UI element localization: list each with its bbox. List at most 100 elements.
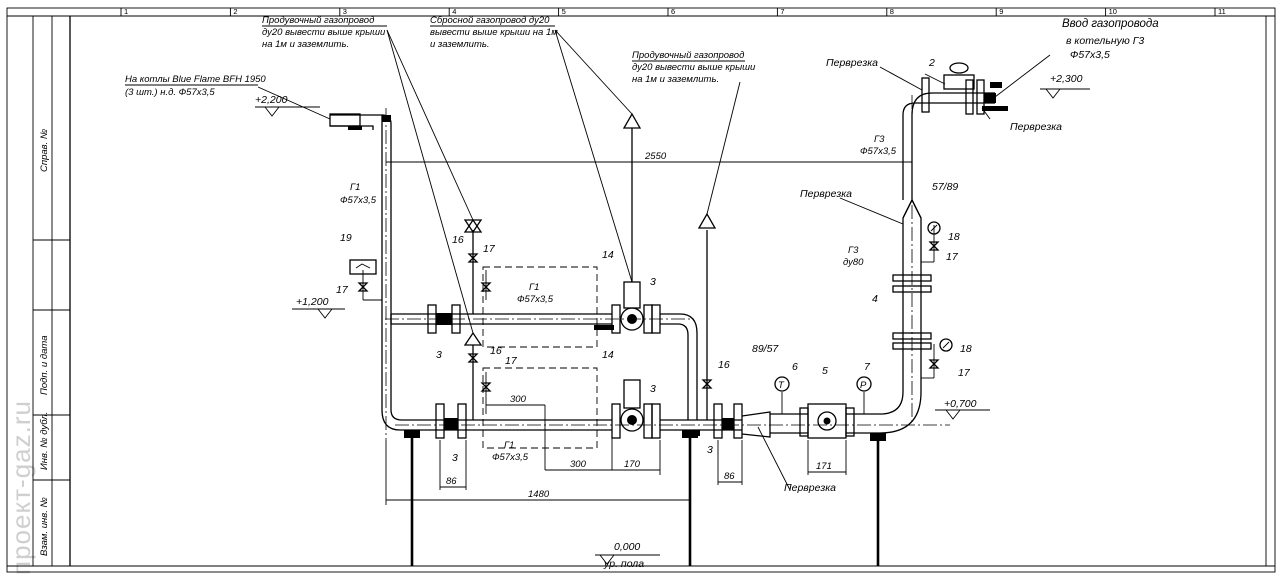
inlet-valve-body — [943, 74, 975, 90]
note-purge-1-line3: на 1м и заземлить. — [262, 39, 349, 50]
purge-valves — [357, 112, 940, 392]
note-purge-2-line3: на 1м и заземлить. — [632, 74, 719, 85]
dim-89-57: 89/57 — [752, 343, 779, 355]
pos-19: 19 — [340, 232, 352, 244]
dim-300-a: 300 — [510, 394, 527, 405]
pressure-switch-19 — [349, 259, 377, 275]
note-inlet-line1: Ввод газопровода — [1062, 18, 1159, 30]
pos-16-right: 16 — [718, 359, 730, 371]
pos-16-lower: 16 — [490, 345, 502, 357]
level-floor: ур. пола — [603, 558, 644, 570]
tie-in-top-right: Перврезка — [1010, 121, 1062, 133]
pipe-label-riser-code: Г1 — [350, 182, 360, 193]
pos-5: 5 — [822, 365, 828, 377]
ruler-tick-label: 9 — [999, 7, 1003, 16]
level-2200: +2,200 — [255, 94, 288, 106]
note-purge-1-line1: Продувочный газопровод — [262, 15, 374, 26]
pipe-label-upper-code: Г1 — [529, 282, 539, 293]
ruler-tick-label: 8 — [890, 7, 894, 16]
ruler-tick-label: 11 — [1218, 7, 1226, 16]
dim-1480: 1480 — [528, 489, 550, 500]
dim-300-b: 300 — [570, 459, 587, 470]
side-stamp: Справ. № Подп. и дата Инв. № дубл. Взам.… — [32, 16, 71, 566]
supports — [404, 430, 886, 566]
pos-4: 4 — [872, 293, 878, 305]
dim-171: 171 — [816, 461, 832, 472]
position-callouts: 2 3 3 3 3 3 4 5 6 7 14 14 16 16 16 17 17… — [336, 57, 972, 464]
upper-fittings — [427, 281, 661, 334]
dim-86-a: 86 — [446, 476, 457, 487]
gauges: T P — [774, 221, 953, 392]
pos-7: 7 — [864, 361, 871, 373]
instrument-lines — [362, 225, 935, 414]
note-relief-line1: Сбросной газопровод ду20 — [430, 15, 550, 26]
ruler-tick-label: 5 — [562, 7, 566, 16]
lower-fittings — [410, 379, 743, 439]
stamp-dup-inv: Инв. № дубл. — [39, 412, 50, 470]
stamp-sign-date: Подп. и дата — [39, 336, 50, 395]
dim-2550: 2550 — [644, 151, 667, 162]
pos-2: 2 — [928, 57, 935, 69]
dim-86-b: 86 — [724, 471, 735, 482]
note-purge-1-line2: ду20 вывести выше крыши — [262, 27, 386, 38]
dim-170: 170 — [624, 459, 641, 470]
level-0000: 0,000 — [614, 541, 640, 553]
pos-17-riser-upper: 17 — [946, 251, 959, 263]
note-inlet-line2: в котельную Г3 — [1066, 35, 1144, 47]
thermometer-letter: T — [778, 380, 785, 391]
pipe-end-cap — [329, 113, 361, 127]
pipe-label-lower-code: Г1 — [504, 440, 514, 451]
pos-17-lower: 17 — [505, 355, 518, 367]
reducer-89-57 — [741, 411, 771, 438]
ruler-tick-label: 7 — [780, 7, 784, 16]
note-relief-line3: и заземлить. — [430, 39, 490, 50]
dashed-outlines — [482, 266, 598, 449]
pos-17-left: 17 — [336, 284, 349, 296]
pos-3-upper-right: 3 — [650, 276, 656, 288]
ruler-tick-label: 4 — [452, 7, 456, 16]
note-inlet-line3: Ф57х3,5 — [1070, 49, 1110, 61]
pipe-label-riser-size: Ф57х3,5 — [340, 195, 377, 206]
ruler-tick-label: 2 — [233, 7, 237, 16]
note-boilers-line1: На котлы Blue Flame BFH 1950 — [125, 74, 266, 85]
watermark: проект-gaz.ru — [6, 400, 36, 575]
pos-3-lower-left: 3 — [452, 452, 458, 464]
note-purge-2-line2: ду20 вывести выше крыши — [632, 62, 756, 73]
pressure-gauge-letter: P — [860, 380, 867, 391]
ruler-tick-label: 1 — [124, 7, 128, 16]
ruler-tick-label: 3 — [343, 7, 347, 16]
lower-ball-valve — [620, 408, 644, 432]
pipe-label-g3-code: Г3 — [874, 134, 885, 145]
sheet-border — [6, 7, 1276, 573]
inlet-fittings — [921, 62, 1008, 115]
dim-57-89: 57/89 — [932, 181, 958, 193]
pipe-label-du80-size: ду80 — [843, 257, 864, 268]
ruler-tick-label: 10 — [1109, 7, 1117, 16]
pos-3-upper: 3 — [436, 349, 442, 361]
pos-17-upper: 17 — [483, 243, 496, 255]
pos-18-lower: 18 — [960, 343, 972, 355]
pipe-label-upper-size: Ф57х3,5 — [517, 294, 554, 305]
upper-actuator — [623, 281, 641, 309]
pos-14-upper: 14 — [602, 249, 614, 261]
thermometer-6 — [774, 376, 790, 392]
note-relief-line2: вывести выше крыши на 1м — [430, 27, 558, 38]
pipe-label-lower-size: Ф57х3,5 — [492, 452, 529, 463]
level-2300: +2,300 — [1050, 73, 1083, 85]
tie-in-riser: Перврезка — [800, 188, 852, 200]
pressure-gauge-18b — [939, 338, 953, 352]
pos-18-upper: 18 — [948, 231, 960, 243]
pressure-gauge-18a — [927, 221, 941, 235]
lower-actuator — [623, 379, 641, 409]
pipe-label-g3-size: Ф57х3,5 — [860, 146, 897, 157]
pos-3-lower-outlet: 3 — [707, 444, 713, 456]
pos-14-lower: 14 — [602, 349, 614, 361]
tie-in-top-left: Перврезка — [826, 57, 878, 69]
level-1200: +1,200 — [296, 296, 329, 308]
riser-flanges — [892, 274, 932, 350]
gas-filter — [799, 403, 855, 439]
ruler-tick-label: 6 — [671, 7, 675, 16]
pos-6: 6 — [792, 361, 798, 373]
